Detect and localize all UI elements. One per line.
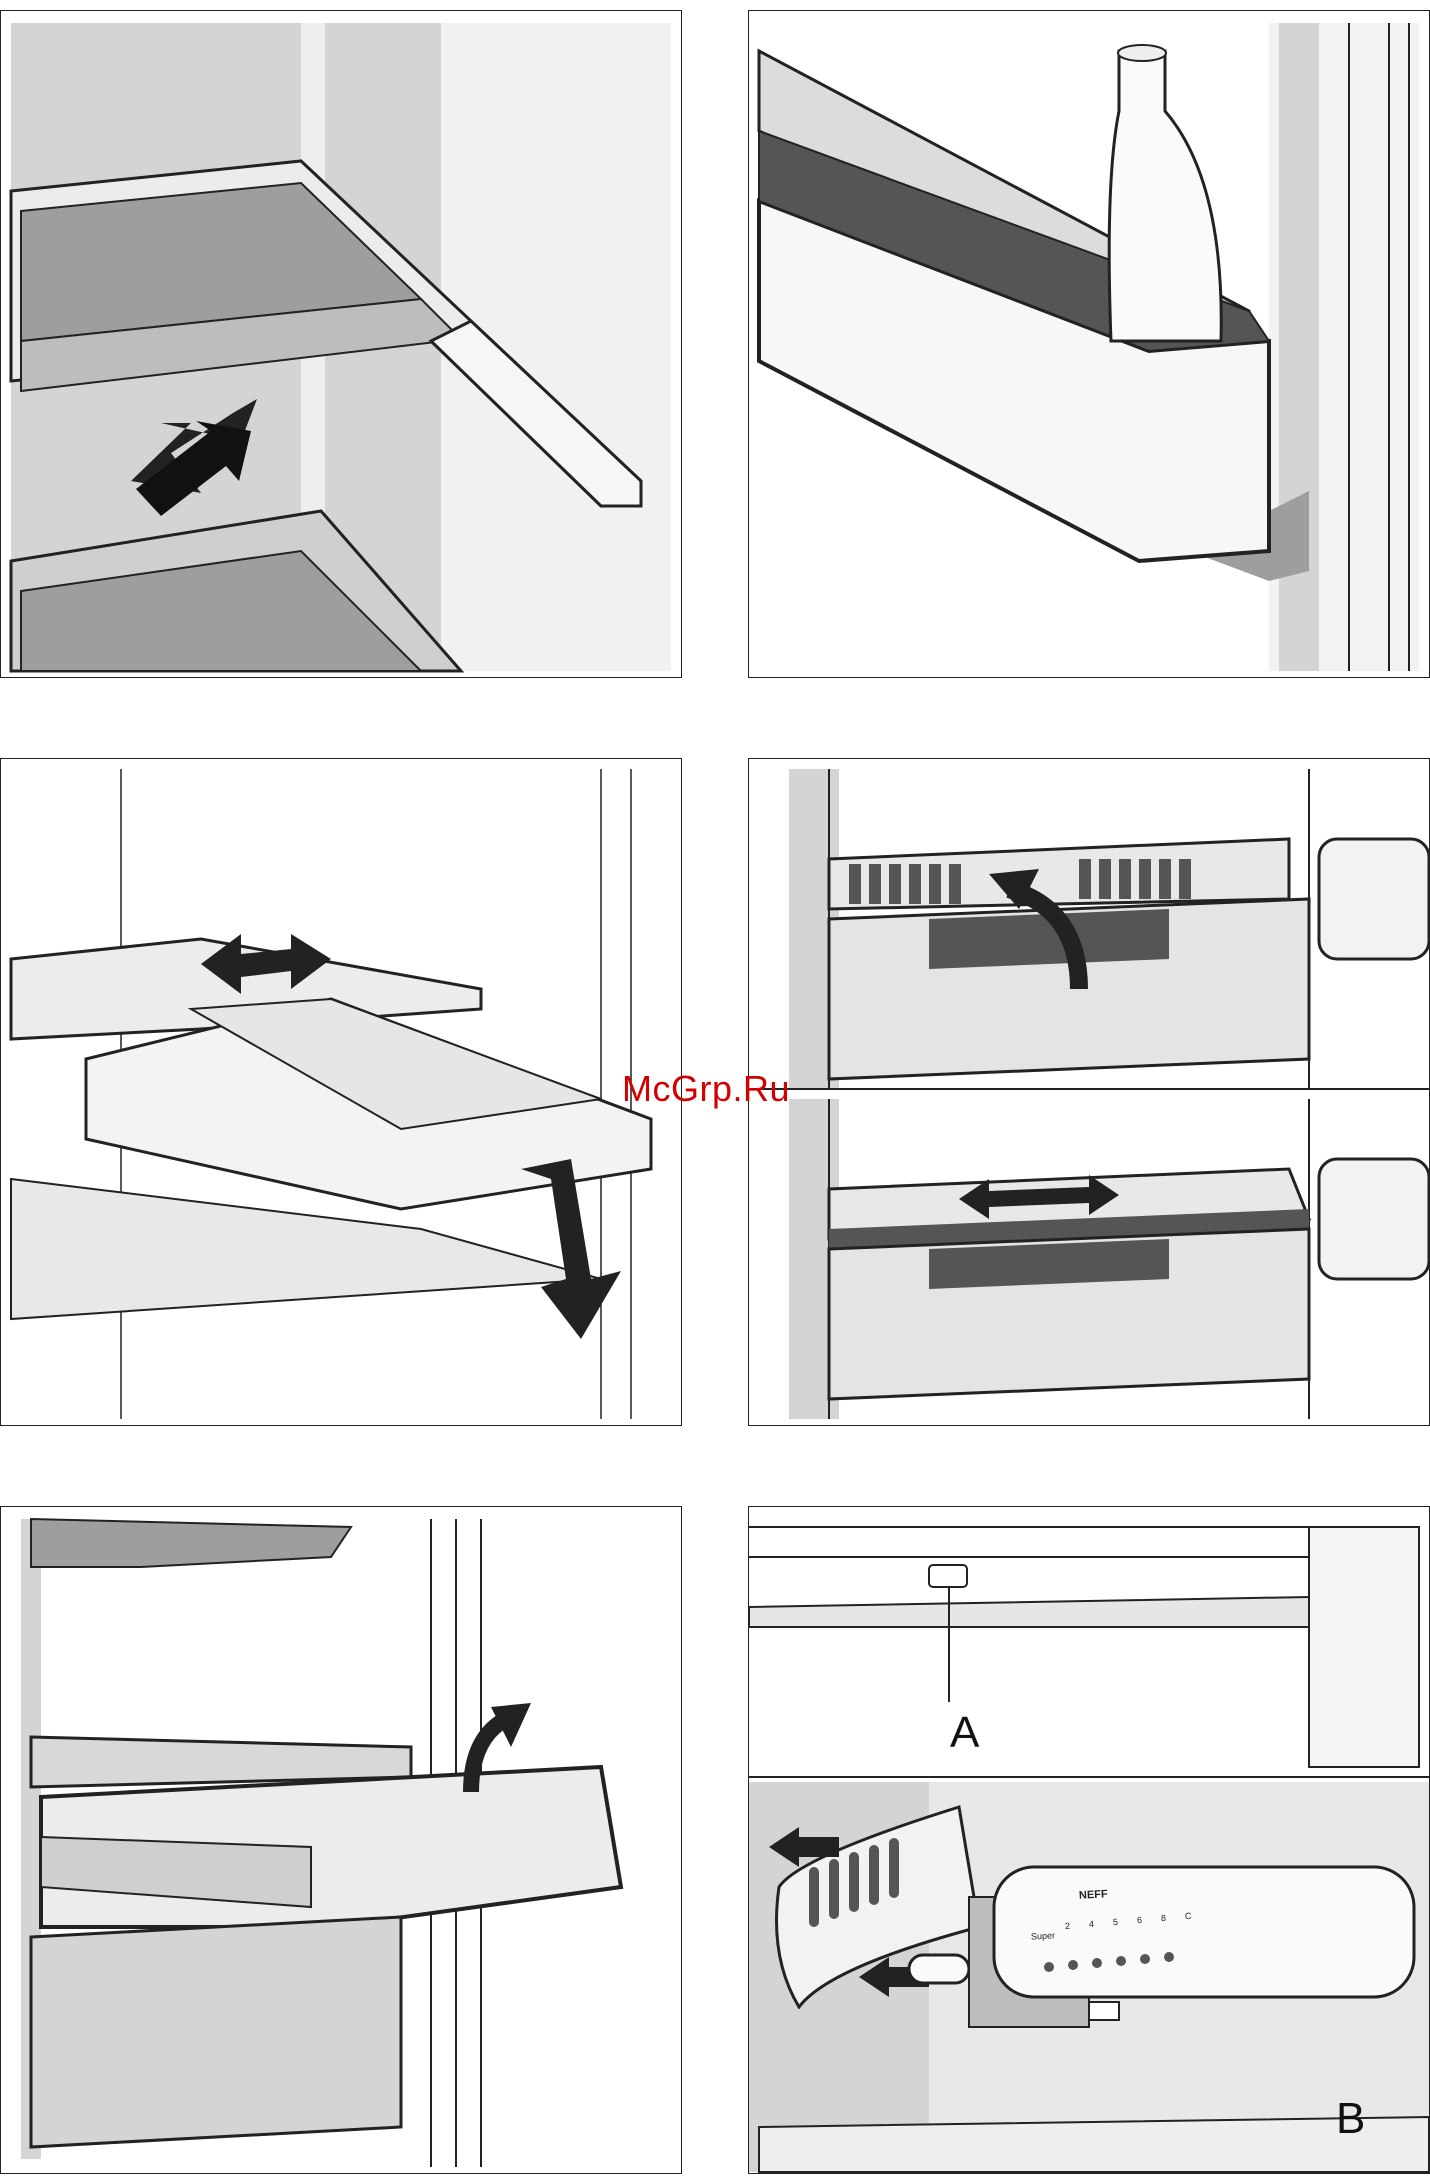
super-label: Super bbox=[1031, 1930, 1056, 1941]
sensor-a-icon bbox=[929, 1565, 967, 1587]
panel-lamp-cover: NEFF Super 2 4 5 6 8 C bbox=[748, 1506, 1430, 2174]
drawer-slide-illustration bbox=[1, 759, 682, 1426]
scale-label-1: 4 bbox=[1089, 1919, 1095, 1929]
panel-freezer-drawer bbox=[0, 1506, 682, 2174]
freezer-drawer-illustration bbox=[1, 1507, 682, 2174]
bulb-icon bbox=[909, 1955, 969, 1983]
scale-label-4: 8 bbox=[1161, 1913, 1167, 1923]
lamp-cover-illustration bbox=[749, 1507, 1430, 2174]
control-panel bbox=[994, 1867, 1414, 1997]
brand-logo: NEFF bbox=[1079, 1888, 1108, 1901]
bottle-icon bbox=[1109, 51, 1221, 341]
panel-door-bin bbox=[748, 10, 1430, 678]
scale-label-3: 6 bbox=[1137, 1915, 1143, 1925]
watermark: McGrp.Ru bbox=[622, 1068, 790, 1110]
panel-drawer-slide bbox=[0, 758, 682, 1426]
figure-label-a: A bbox=[950, 1708, 979, 1758]
panel-shelf-insert bbox=[0, 10, 682, 678]
scale-label-2: 5 bbox=[1113, 1917, 1119, 1927]
crisper-cover-illustration bbox=[749, 759, 1430, 1426]
scale-label-0: 2 bbox=[1065, 1921, 1071, 1931]
scale-label-end: C bbox=[1185, 1911, 1192, 1921]
shelf-insert-illustration bbox=[1, 11, 682, 678]
figure-label-b: B bbox=[1336, 2094, 1365, 2144]
panel-crisper-cover bbox=[748, 758, 1430, 1426]
door-bin-illustration bbox=[749, 11, 1430, 678]
